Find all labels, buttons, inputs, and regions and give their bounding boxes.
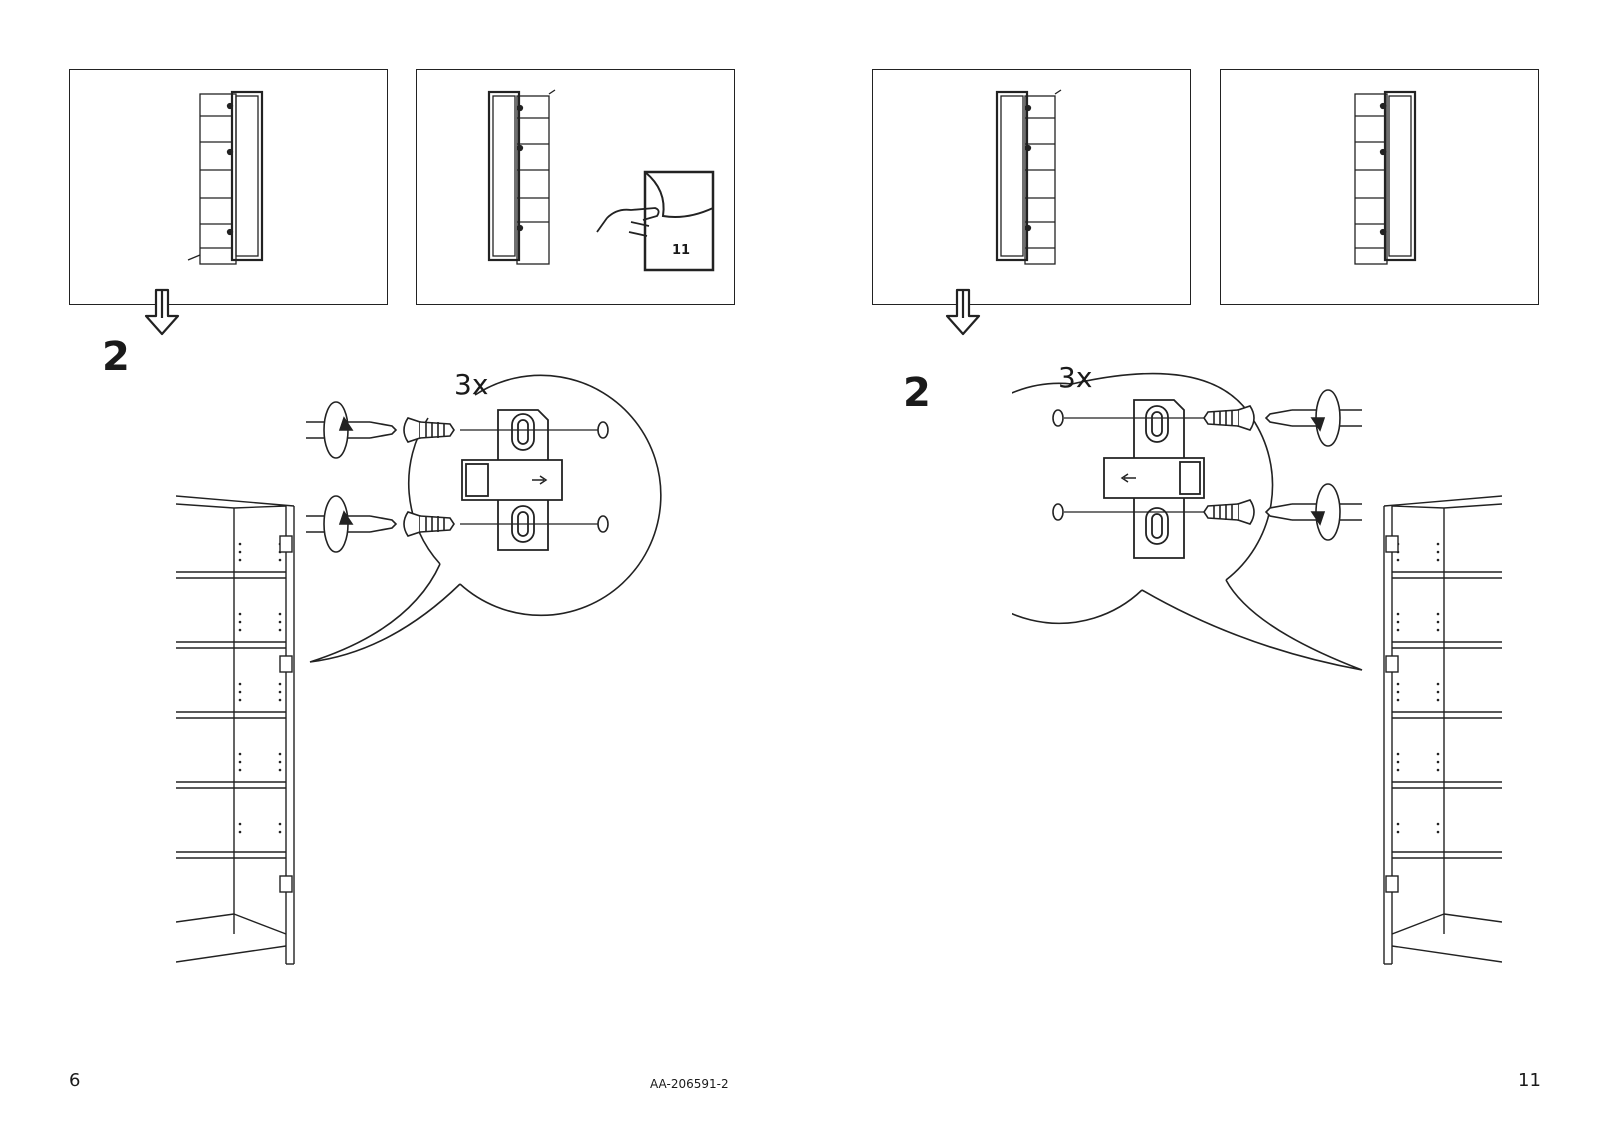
- screwdriver-icon: [1266, 484, 1362, 540]
- page-number-left: 6: [69, 1072, 80, 1090]
- hardware-count: 3x: [1058, 364, 1092, 392]
- page-number-right: 11: [1518, 1072, 1541, 1090]
- screwdriver-icon: [1266, 390, 1362, 446]
- reference-page-number: 11: [672, 244, 690, 257]
- document-code: AA-206591-2: [650, 1078, 729, 1090]
- screwdriver-icon: [306, 402, 396, 458]
- cabinet-door-right-illustration: [1221, 70, 1540, 306]
- step-number: 2: [102, 337, 130, 377]
- screw-icon: [404, 512, 454, 536]
- overview-panel-right-b: [1220, 69, 1539, 305]
- cabinet-door-right-illustration: [70, 70, 389, 306]
- step-number: 2: [903, 373, 931, 413]
- cabinet-side-illustration: [1362, 494, 1502, 984]
- screwdriver-icon: [306, 496, 396, 552]
- screw-icon: [1204, 500, 1254, 524]
- hinge-detail-callout: [300, 352, 700, 692]
- hinge-detail-callout: [1012, 358, 1392, 678]
- cabinet-door-left-illustration: [873, 70, 1192, 306]
- hardware-count: 3x: [454, 371, 488, 399]
- screw-icon: [404, 418, 454, 442]
- overview-panel-left-b: 11: [416, 69, 735, 305]
- down-arrow-icon: [142, 288, 182, 336]
- turn-page-icon: [597, 172, 713, 270]
- down-arrow-icon: [943, 288, 983, 336]
- screw-icon: [1204, 406, 1254, 430]
- overview-panel-left-a: [69, 69, 388, 305]
- overview-panel-right-a: [872, 69, 1191, 305]
- cabinet-side-illustration: [176, 494, 316, 984]
- cabinet-door-left-illustration: [417, 70, 736, 306]
